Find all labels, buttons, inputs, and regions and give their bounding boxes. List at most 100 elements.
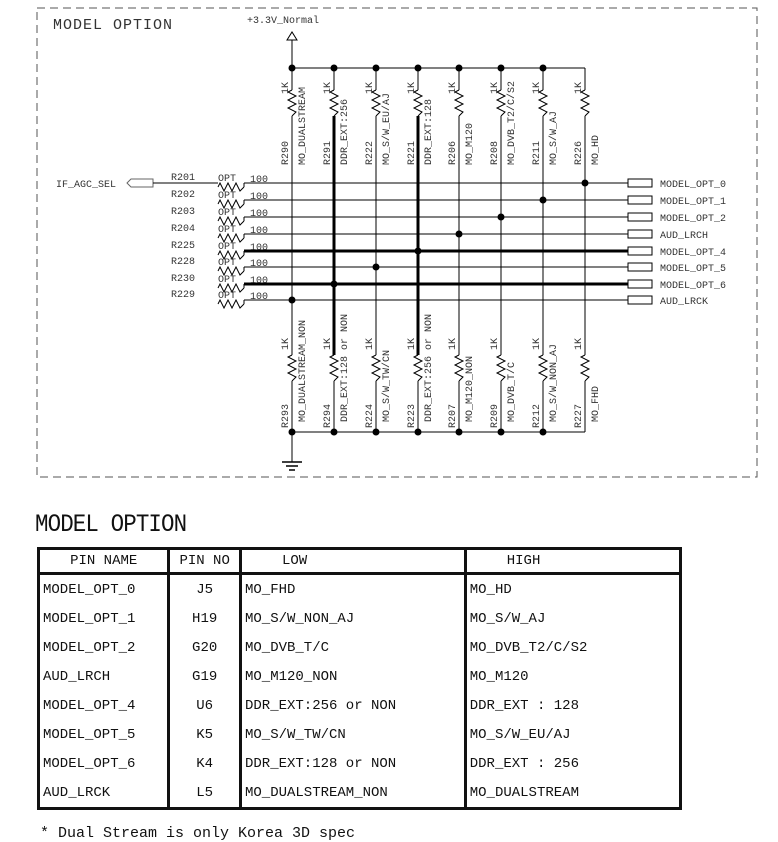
pullup-value: 1K [490, 82, 501, 94]
input-label: IF_AGC_SEL [56, 180, 116, 191]
series-resistor-value: OPT [218, 275, 236, 286]
output-port-icon [627, 262, 653, 272]
pullup-ref: R291 [323, 141, 334, 165]
pulldown-ref: R207 [448, 404, 459, 428]
series-resistor-ref: R201 [171, 173, 195, 184]
pulldown-label: MO_S/W_NON_AJ [548, 344, 560, 422]
pulldown-value: 1K [281, 338, 292, 350]
resistor-icon [579, 89, 591, 117]
junction-dot [288, 296, 296, 304]
output-label: AUD_LRCK [660, 297, 708, 308]
resistor-icon [328, 89, 340, 117]
resistor-icon [495, 354, 507, 382]
cell-low: MO_FHD [240, 573, 467, 604]
output-port-icon [627, 195, 653, 205]
header-low: LOW [240, 548, 467, 575]
output-label: AUD_LRCH [660, 231, 708, 242]
cell-pin-name: MODEL_OPT_1 [38, 604, 171, 633]
cell-pin-no: K4 [168, 749, 242, 778]
cell-high: DDR_EXT : 128 [465, 691, 683, 720]
series-resistor-ref: R228 [171, 257, 195, 268]
junction-dot [455, 428, 463, 436]
pullup-label: MO_HD [591, 135, 602, 165]
resistor-icon [217, 298, 245, 310]
output-port-icon [627, 229, 653, 239]
series-resistor-ohms: 100 [250, 226, 268, 237]
pullup-ref: R206 [448, 141, 459, 165]
resistor-icon [217, 249, 245, 261]
series-resistor-value: OPT [218, 191, 236, 202]
pullup-value: 1K [532, 82, 543, 94]
cell-pin-name: MODEL_OPT_6 [38, 749, 171, 778]
pulldown-value: 1K [574, 338, 585, 350]
output-label: MODEL_OPT_0 [660, 180, 726, 191]
cell-low: MO_S/W_TW/CN [240, 720, 467, 749]
pulldown-value: 1K [365, 338, 376, 350]
pullup-label: MO_DUALSTREAM [298, 87, 309, 165]
junction-dot [497, 428, 505, 436]
cell-low: DDR_EXT:128 or NON [240, 749, 467, 778]
series-resistor-ref: R230 [171, 274, 195, 285]
resistor-icon [412, 89, 424, 117]
pulldown-ref: R223 [407, 404, 418, 428]
cell-pin-no: G19 [168, 662, 242, 691]
junction-dot [455, 230, 463, 238]
cell-high: DDR_EXT : 256 [465, 749, 683, 778]
pulldown-label: MO_FHD [591, 386, 602, 422]
pulldown-ref: R227 [574, 404, 585, 428]
output-label: MODEL_OPT_2 [660, 214, 726, 225]
input-port-icon [126, 178, 154, 188]
series-resistor-value: OPT [218, 208, 236, 219]
resistor-icon [453, 354, 465, 382]
pulldown-value: 1K [407, 338, 418, 350]
cell-pin-name: AUD_LRCK [38, 778, 171, 809]
junction-dot [414, 247, 422, 255]
series-resistor-ref: R202 [171, 190, 195, 201]
junction-dot [372, 64, 380, 72]
output-port-icon [627, 246, 653, 256]
pullup-ref: R222 [365, 141, 376, 165]
resistor-icon [370, 89, 382, 117]
pullup-value: 1K [365, 82, 376, 94]
cell-high: MO_DVB_T2/C/S2 [465, 633, 683, 662]
output-port-icon [627, 178, 653, 188]
cell-high: MO_S/W_EU/AJ [465, 720, 683, 749]
cell-pin-name: MODEL_OPT_2 [38, 633, 171, 662]
output-port-icon [627, 279, 653, 289]
cell-pin-no: L5 [168, 778, 242, 809]
output-label: MODEL_OPT_5 [660, 264, 726, 275]
series-resistor-value: OPT [218, 174, 236, 185]
pulldown-label: DDR_EXT:128 or NON [340, 314, 351, 422]
series-resistor-value: OPT [218, 291, 236, 302]
pulldown-label: MO_DVB_T/C [506, 362, 518, 422]
series-resistor-ohms: 100 [250, 259, 268, 270]
cell-low: MO_DVB_T/C [240, 633, 467, 662]
cell-pin-no: J5 [168, 573, 242, 604]
resistor-icon [412, 354, 424, 382]
output-port-icon [627, 212, 653, 222]
cell-low: MO_S/W_NON_AJ [240, 604, 467, 633]
series-resistor-ref: R204 [171, 224, 195, 235]
cell-high: MO_M120 [465, 662, 683, 691]
pullup-ref: R226 [574, 141, 585, 165]
output-label: MODEL_OPT_1 [660, 197, 726, 208]
pullup-value: 1K [281, 82, 292, 94]
cell-high: MO_S/W_AJ [465, 604, 683, 633]
series-resistor-ohms: 100 [250, 175, 268, 186]
resistor-icon [217, 181, 245, 193]
series-resistor-ohms: 100 [250, 276, 268, 287]
pulldown-label: DDR_EXT:256 or NON [424, 314, 435, 422]
output-port-icon [627, 295, 653, 305]
pulldown-value: 1K [448, 338, 459, 350]
pullup-label: DDR_EXT:256 [340, 99, 351, 165]
pulldown-ref: R293 [281, 404, 292, 428]
junction-dot [372, 428, 380, 436]
series-resistor-value: OPT [218, 242, 236, 253]
cell-pin-no: G20 [168, 633, 242, 662]
